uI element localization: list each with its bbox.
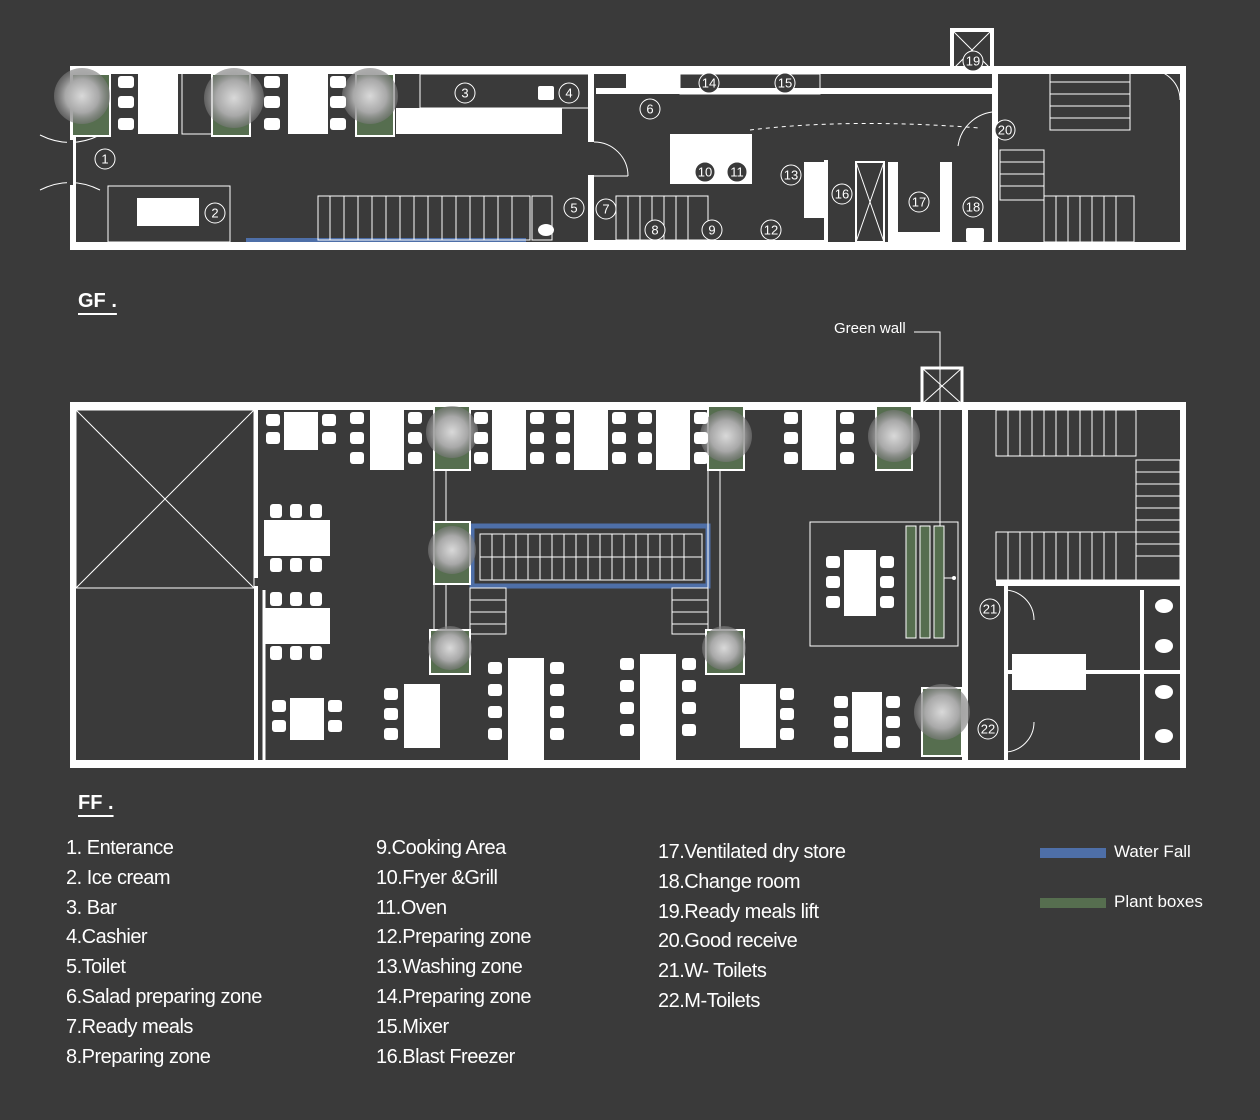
- room-marker-circle: [454, 82, 476, 104]
- room-marker-circle: [962, 196, 984, 218]
- room-number-label: 22: [981, 722, 995, 737]
- room-number-label: 16: [835, 187, 849, 202]
- room-marker-circle: [694, 161, 716, 183]
- legend-item: 22.M-Toilets: [658, 989, 760, 1012]
- legend-item: 15.Mixer: [376, 1015, 449, 1038]
- room-marker-circle: [204, 202, 226, 224]
- waterfall-swatch: [1040, 848, 1106, 858]
- legend-item: 5.Toilet: [66, 956, 126, 979]
- plantboxes-key-label: Plant boxes: [1114, 892, 1203, 911]
- room-number-label: 12: [764, 223, 778, 238]
- legend-item: 11.Oven: [376, 896, 447, 919]
- room-marker-circle: [977, 718, 999, 740]
- legend-item: 12.Preparing zone: [376, 926, 531, 949]
- room-number-label: 9: [708, 223, 715, 238]
- room-number-label: 3: [461, 86, 468, 101]
- room-number-label: 8: [651, 223, 658, 238]
- room-number-label: 4: [565, 86, 572, 101]
- room-number-label: 18: [966, 200, 980, 215]
- room-number-label: 15: [778, 76, 792, 91]
- room-number-label: 6: [646, 102, 653, 117]
- room-marker-circle: [563, 197, 585, 219]
- first-floor-label: FF .: [78, 792, 114, 814]
- waterfall-key-label: Water Fall: [1114, 842, 1191, 861]
- legend-item: 13.Washing zone: [376, 956, 523, 979]
- room-marker-circle: [701, 219, 723, 241]
- legend-column-1: 1. Enterance 2. Ice cream 3. Bar 4.Cashi…: [66, 834, 262, 1072]
- room-number-label: 10: [698, 165, 712, 180]
- legend-item: 18.Change room: [658, 870, 800, 893]
- room-number-label: 14: [702, 76, 716, 91]
- room-marker-circle: [979, 598, 1001, 620]
- legend-item: 19.Ready meals lift: [658, 900, 819, 923]
- legend-item: 8.Preparing zone: [66, 1045, 211, 1068]
- room-marker-circle: [780, 164, 802, 186]
- legend-column-3: 17.Ventilated dry store 18.Change room 1…: [658, 838, 846, 1017]
- room-number-label: 2: [211, 206, 218, 221]
- room-number-label: 1: [101, 152, 108, 167]
- room-marker-circle: [774, 72, 796, 94]
- room-marker-circle: [558, 82, 580, 104]
- room-number-label: 13: [784, 168, 798, 183]
- legend-item: 16.Blast Freezer: [376, 1045, 515, 1068]
- room-marker-circle: [726, 161, 748, 183]
- first-floor-room-markers: 21 22: [977, 598, 1001, 740]
- room-number-label: 5: [570, 201, 577, 216]
- first-floor-plan: [70, 331, 1186, 768]
- legend-item: 14.Preparing zone: [376, 985, 531, 1008]
- room-number-label: 7: [602, 202, 609, 217]
- plantboxes-swatch: [1040, 898, 1106, 908]
- legend-item: 9.Cooking Area: [376, 837, 506, 859]
- room-number-label: 19: [966, 54, 980, 69]
- room-marker-circle: [908, 191, 930, 213]
- legend-item: 4.Cashier: [66, 926, 148, 949]
- ground-floor-plan: [39, 28, 1186, 250]
- room-marker-circle: [94, 148, 116, 170]
- room-marker-circle: [831, 183, 853, 205]
- legend-item: 10.Fryer &Grill: [376, 866, 498, 889]
- room-marker-circle: [994, 119, 1016, 141]
- room-marker-circle: [760, 219, 782, 241]
- legend-item: 20.Good receive: [658, 930, 798, 953]
- room-marker-circle: [639, 98, 661, 120]
- room-marker-circle: [698, 72, 720, 94]
- room-marker-circle: [644, 219, 666, 241]
- room-marker-circle: [595, 198, 617, 220]
- legend-item: 1. Enterance: [66, 837, 174, 859]
- legend-column-2: 9.Cooking Area 10.Fryer &Grill 11.Oven 1…: [376, 834, 531, 1072]
- room-marker-circle: [962, 50, 984, 72]
- ground-floor-label: GF .: [78, 290, 117, 312]
- legend-item: 7.Ready meals: [66, 1015, 193, 1038]
- room-number-label: 21: [983, 602, 997, 617]
- legend-item: 2. Ice cream: [66, 866, 171, 889]
- green-wall-callout: Green wall: [834, 320, 906, 337]
- legend-item: 21.W- Toilets: [658, 960, 767, 983]
- room-number-label: 11: [730, 165, 744, 180]
- legend-item: 17.Ventilated dry store: [658, 841, 846, 863]
- room-number-label: 20: [998, 123, 1012, 138]
- room-number-label: 17: [912, 195, 926, 210]
- legend-item: 3. Bar: [66, 896, 117, 919]
- legend-item: 6.Salad preparing zone: [66, 985, 262, 1008]
